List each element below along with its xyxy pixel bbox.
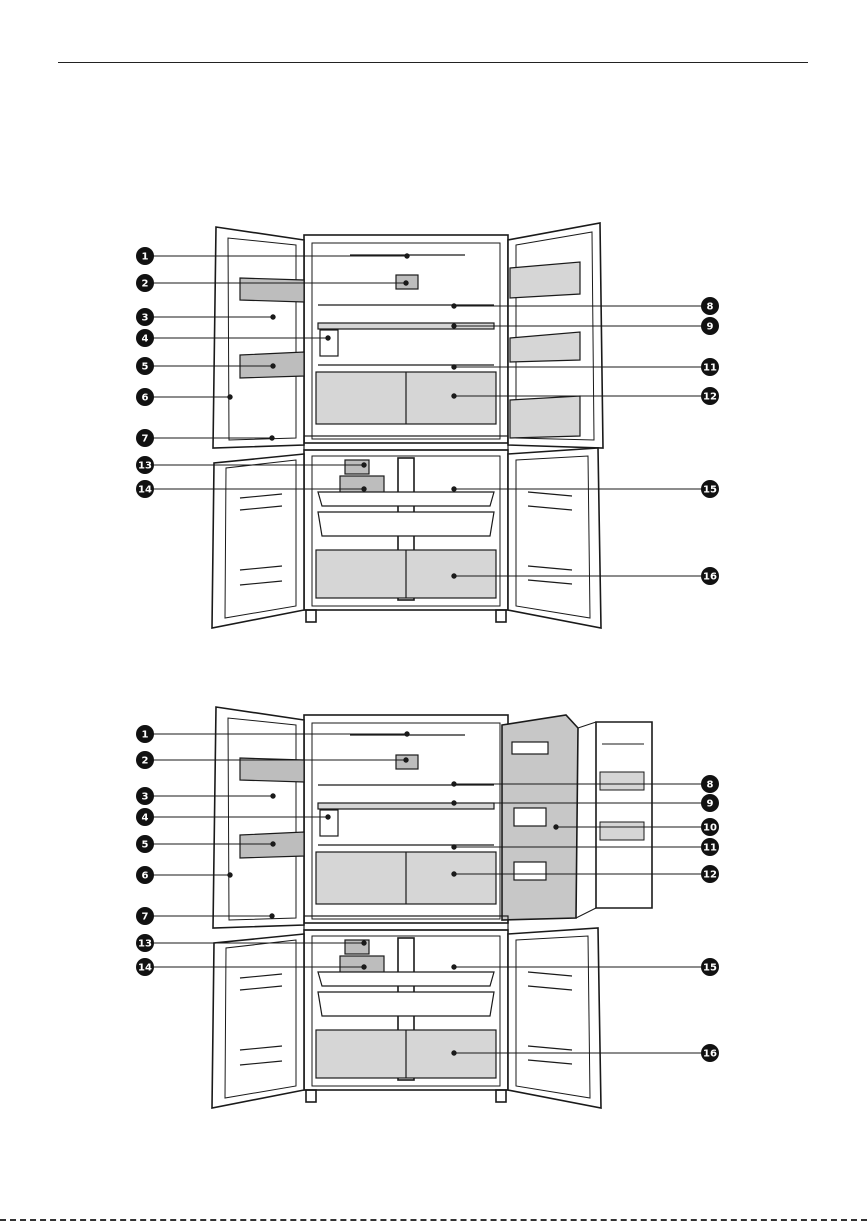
callout-number: 8	[707, 780, 714, 791]
door-handle-1	[512, 742, 548, 754]
callout-badge-11: 11	[701, 358, 719, 376]
callout-badge-13: 13	[136, 456, 154, 474]
callout-badge-5: 5	[136, 835, 154, 853]
fridge-diagram-top: 1 2 3 4 5 6 7 13 14 8 9 11 12 15 16	[0, 210, 867, 650]
door-handle-3	[514, 862, 546, 880]
callout-number: 7	[142, 912, 149, 923]
fridge-diagram-svg: 1 2 3 4 5 6 7 13 14 8 9 11 12 15 16	[0, 210, 867, 650]
callout-number: 2	[142, 756, 149, 767]
right-door-bin-3	[510, 396, 580, 438]
door-handle-2	[514, 808, 546, 826]
callout-badge-8: 8	[701, 297, 719, 315]
callout-number: 1	[142, 252, 149, 263]
callout-number: 4	[142, 334, 149, 345]
fridge-diagram-bottom: 1 2 3 4 5 6 7 13 14 8 9 10 11 12 15 16	[0, 690, 867, 1130]
callout-badge-1: 1	[136, 725, 154, 743]
callout-badge-2: 2	[136, 274, 154, 292]
callout-number: 11	[703, 363, 717, 374]
callout-badge-11: 11	[701, 838, 719, 856]
callout-number: 4	[142, 813, 149, 824]
callout-badge-3: 3	[136, 787, 154, 805]
ice-box-bottom	[340, 476, 384, 494]
callout-badge-3: 3	[136, 308, 154, 326]
callout-number: 6	[142, 393, 149, 404]
callout-number: 6	[142, 871, 149, 882]
ice-box-bottom	[340, 956, 384, 974]
callout-number: 11	[703, 843, 717, 854]
right-door-bin-1	[510, 262, 580, 298]
callout-number: 12	[703, 392, 717, 403]
callout-number: 15	[703, 963, 717, 974]
callout-badge-14: 14	[136, 480, 154, 498]
callout-badge-16: 16	[701, 567, 719, 585]
callout-number: 14	[138, 485, 152, 496]
callout-badge-5: 5	[136, 357, 154, 375]
callout-badge-10: 10	[701, 818, 719, 836]
callout-badge-4: 4	[136, 808, 154, 826]
callout-number: 14	[138, 963, 152, 974]
callout-number: 3	[142, 313, 149, 324]
header-rule	[58, 62, 808, 63]
callout-number: 9	[707, 322, 714, 333]
callout-badge-14: 14	[136, 958, 154, 976]
callout-badge-13: 13	[136, 934, 154, 952]
callout-number: 2	[142, 279, 149, 290]
callout-number: 5	[142, 362, 149, 373]
callout-number: 16	[703, 572, 717, 583]
left-door-bin-upper	[240, 758, 304, 782]
fridge-diagram-svg: 1 2 3 4 5 6 7 13 14 8 9 10 11 12 15 16	[0, 690, 867, 1130]
callout-number: 10	[703, 823, 717, 834]
callout-number: 3	[142, 792, 149, 803]
callout-badge-2: 2	[136, 751, 154, 769]
callout-badge-4: 4	[136, 329, 154, 347]
callout-number: 13	[138, 939, 152, 950]
callout-badge-15: 15	[701, 480, 719, 498]
callout-badge-12: 12	[701, 865, 719, 883]
callout-number: 9	[707, 799, 714, 810]
callout-badge-9: 9	[701, 317, 719, 335]
callout-number: 16	[703, 1049, 717, 1060]
callout-badge-8: 8	[701, 775, 719, 793]
callout-number: 12	[703, 870, 717, 881]
callout-badge-15: 15	[701, 958, 719, 976]
callout-badge-7: 7	[136, 907, 154, 925]
callout-badge-1: 1	[136, 247, 154, 265]
callout-number: 1	[142, 730, 149, 741]
callout-number: 15	[703, 485, 717, 496]
callout-badge-9: 9	[701, 794, 719, 812]
callout-badge-6: 6	[136, 388, 154, 406]
callout-number: 13	[138, 461, 152, 472]
water-tank	[320, 330, 338, 356]
callout-number: 7	[142, 434, 149, 445]
right-door-bin-2	[510, 332, 580, 362]
callout-badge-16: 16	[701, 1044, 719, 1062]
left-door-bin-upper	[240, 278, 304, 302]
right-door-outer-frame	[596, 722, 652, 908]
callout-number: 5	[142, 840, 149, 851]
callout-number: 8	[707, 302, 714, 313]
callout-badge-12: 12	[701, 387, 719, 405]
water-tank	[320, 810, 338, 836]
callout-badge-7: 7	[136, 429, 154, 447]
callout-badge-6: 6	[136, 866, 154, 884]
